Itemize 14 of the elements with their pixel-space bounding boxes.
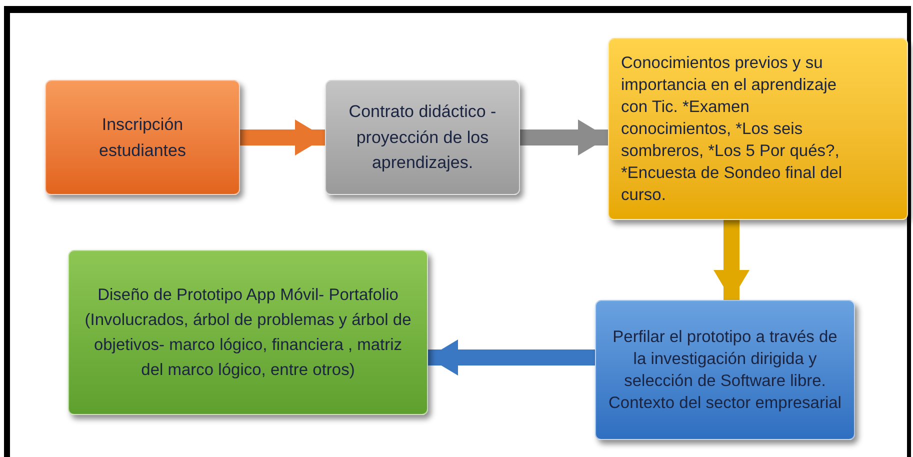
block-arrow	[240, 120, 325, 156]
box-text: Perfilar el prototipo a través de la investigación dirigida y selección de Software libre. Contexto del sector empresarial	[608, 327, 842, 414]
process-box	[325, 80, 520, 195]
box-text: Diseño de Prototipo App Móvil- Portafolio (Involucrados, árbol de problemas y árbol de objetivos- marco lógico, financiera , matriz del marco lógico, entre otros)	[84, 284, 412, 380]
block-arrow	[714, 220, 750, 300]
block-arrow	[520, 120, 608, 156]
process-box	[595, 300, 855, 440]
process-box	[45, 80, 240, 195]
process-box	[608, 38, 908, 220]
process-box	[68, 250, 428, 415]
block-arrow	[428, 340, 595, 376]
box-text: Inscripción estudiantes	[98, 114, 187, 162]
box-text: Conocimientos previos y su importancia en el aprendizaje con Tic. *Examen conocimientos, *Los seis sombreros, *Los 5 Por qués?, *Encuesta de Sondeo final del curso.	[621, 53, 844, 206]
box-text: Contrato didáctico - proyección de los aprendizajes.	[348, 101, 498, 174]
